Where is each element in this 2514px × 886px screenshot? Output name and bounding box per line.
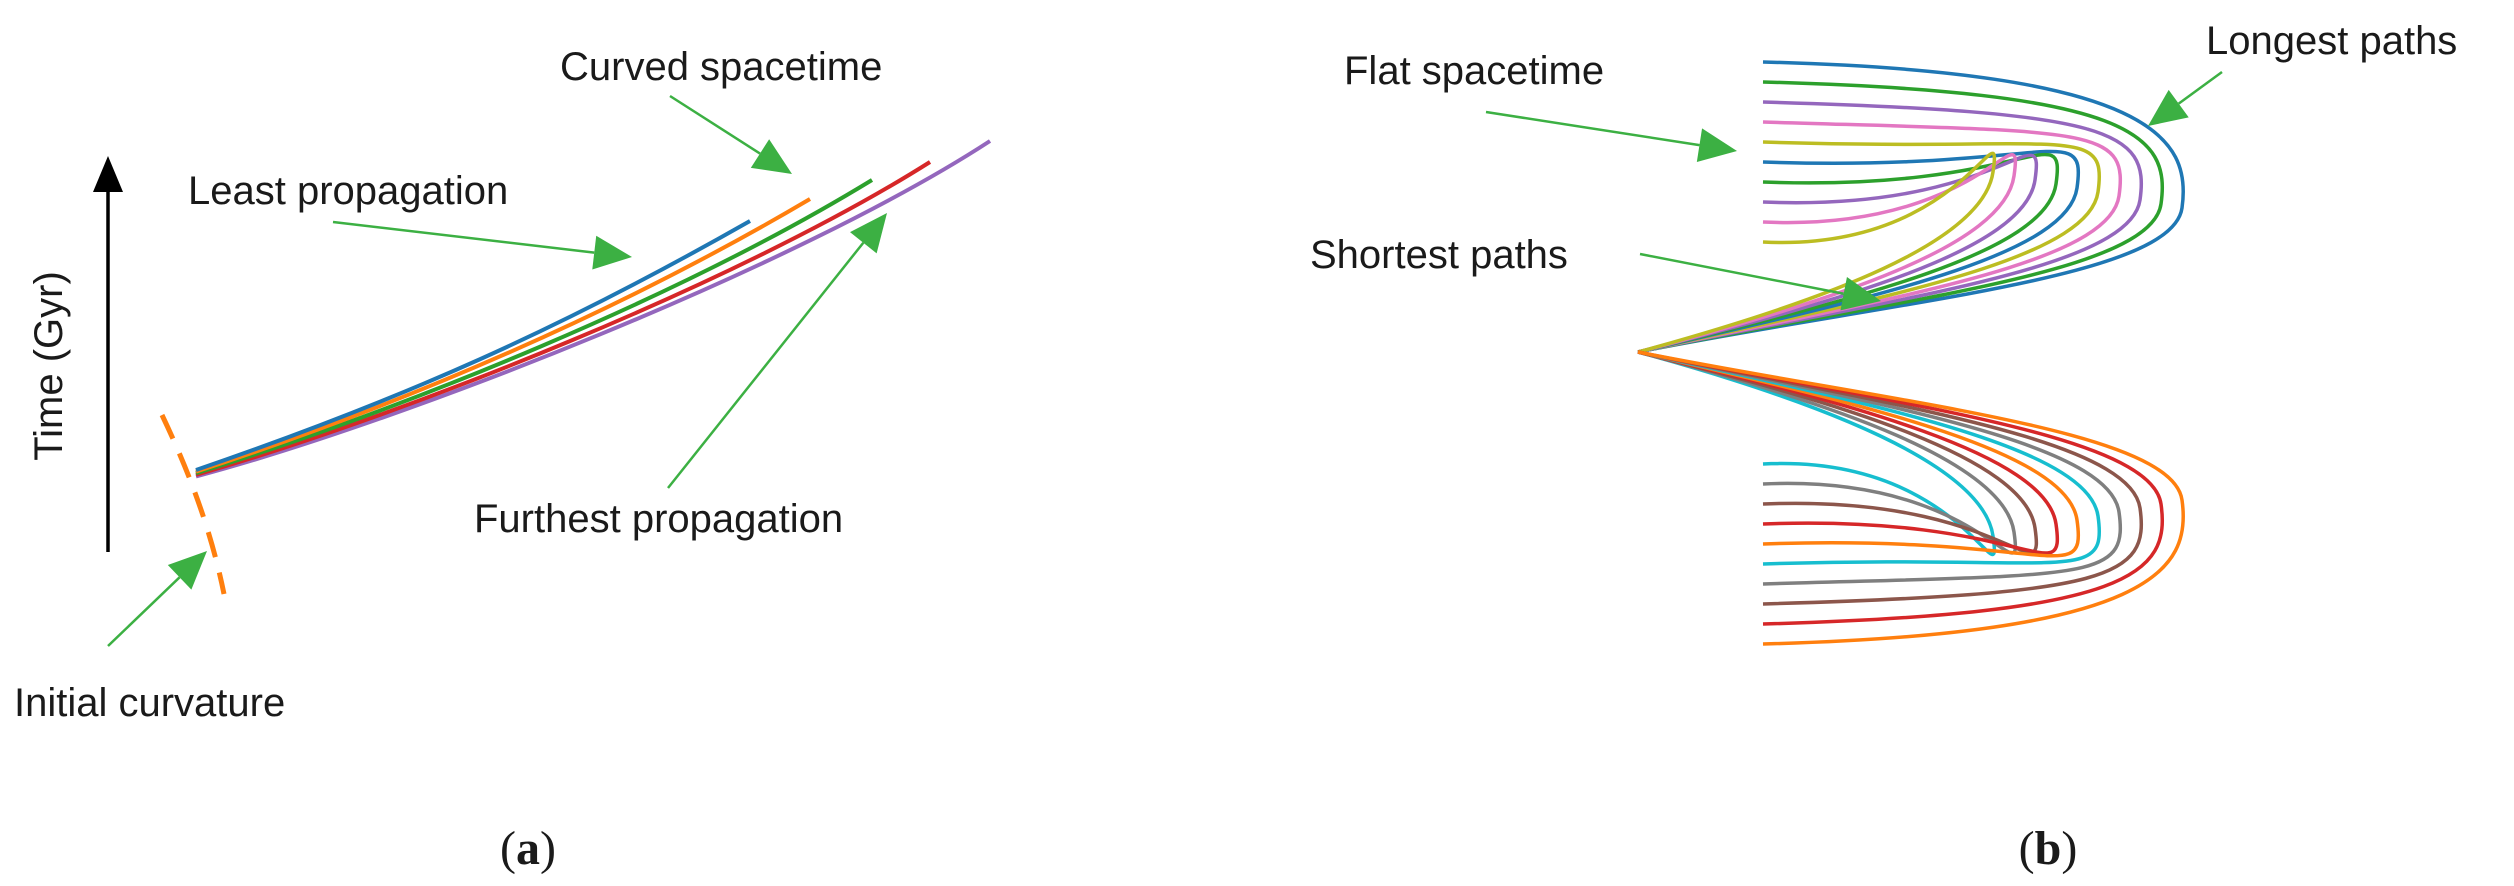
flat-spacetime-path — [1637, 140, 2102, 354]
panel-b: Flat spacetime Longest paths Shortest pa… — [1310, 19, 2457, 875]
arrow-shortest-paths — [1639, 252, 1881, 311]
arrow-furthest-propagation — [667, 213, 887, 489]
flat-spacetime-path — [1637, 350, 2018, 555]
propagation-path — [195, 219, 751, 472]
arrow-initial-curvature — [107, 551, 207, 647]
upper-path-family — [1637, 60, 2186, 354]
label-initial-curvature: Initial curvature — [14, 681, 285, 725]
arrow-curved-spacetime — [669, 94, 792, 174]
lower-path-family — [1637, 350, 2186, 646]
flat-spacetime-path — [1637, 350, 2060, 555]
flat-spacetime-path — [1637, 350, 2039, 555]
flat-spacetime-path — [1637, 60, 2186, 354]
flat-spacetime-path — [1637, 151, 1997, 354]
flat-spacetime-path — [1637, 80, 2165, 354]
flat-spacetime-path — [1637, 350, 2144, 606]
time-axis-label: Time (Gyr) — [27, 271, 71, 461]
arrow-longest-paths — [2148, 70, 2223, 126]
flat-spacetime-path — [1637, 350, 2102, 566]
flat-spacetime-path — [1637, 350, 1997, 557]
label-longest-paths: Longest paths — [2206, 19, 2457, 63]
panel-a: Time (Gyr) Curved spacetime Least propag… — [14, 45, 992, 875]
arrow-flat-spacetime — [1485, 110, 1737, 162]
flat-spacetime-path — [1637, 153, 2039, 354]
propagation-paths — [195, 139, 992, 479]
flat-spacetime-path — [1637, 152, 2060, 354]
arrow-least-propagation — [332, 220, 632, 270]
propagation-path — [195, 178, 874, 476]
flat-spacetime-path — [1637, 350, 2123, 586]
propagation-path — [195, 160, 932, 477]
flat-spacetime-path — [1637, 350, 2186, 646]
flat-spacetime-path — [1637, 153, 2018, 354]
flat-spacetime-path — [1637, 149, 2081, 354]
label-least-propagation: Least propagation — [188, 169, 508, 213]
panel-b-arrows — [1485, 70, 2223, 311]
panel-a-arrows — [107, 94, 887, 647]
flat-spacetime-path — [1637, 350, 2165, 626]
propagation-path — [195, 139, 992, 479]
propagation-path — [195, 197, 812, 474]
flat-spacetime-path — [1637, 350, 2081, 558]
label-curved-spacetime: Curved spacetime — [560, 45, 882, 89]
label-shortest-paths: Shortest paths — [1310, 233, 1568, 277]
time-axis-arrowhead — [93, 156, 123, 192]
caption-a: (a) — [500, 822, 556, 875]
label-furthest-propagation: Furthest propagation — [474, 497, 843, 541]
flat-spacetime-path — [1637, 100, 2144, 354]
caption-b: (b) — [2019, 822, 2078, 875]
label-flat-spacetime: Flat spacetime — [1344, 49, 1604, 93]
initial-curvature-curve — [159, 413, 227, 595]
